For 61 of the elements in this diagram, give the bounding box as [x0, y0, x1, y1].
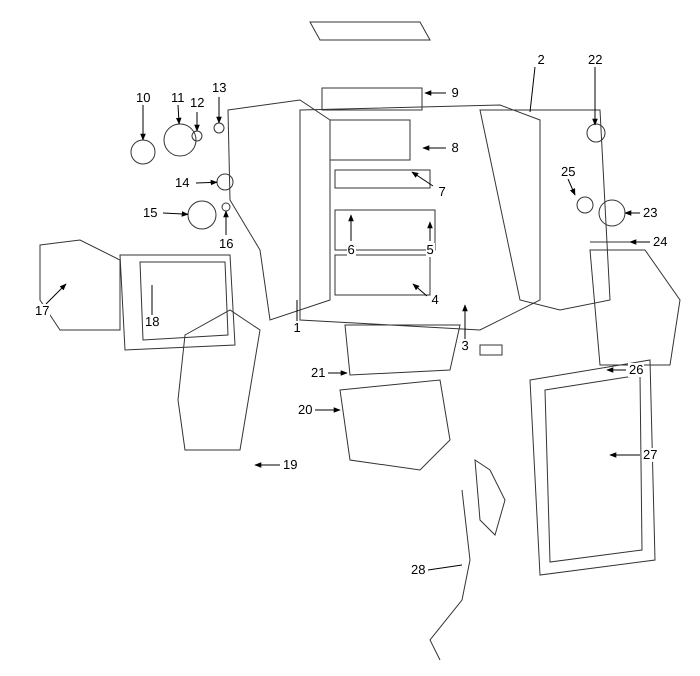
callout-number: 5 — [426, 243, 435, 257]
callout-number: 15 — [142, 206, 158, 220]
callout-number: 20 — [297, 403, 314, 417]
leader-line — [609, 452, 640, 458]
callout-number: 3 — [460, 339, 470, 353]
leader-line — [606, 367, 626, 373]
leader-line — [328, 370, 348, 376]
leader-line — [530, 66, 536, 112]
leader-line — [624, 210, 640, 216]
callout-number: 1 — [292, 321, 302, 335]
callout-number: 17 — [34, 304, 50, 318]
leader-line — [162, 211, 189, 217]
callout-number: 6 — [346, 243, 356, 257]
callout-number: 24 — [652, 235, 668, 249]
actuator-part — [130, 140, 156, 164]
actuator-part — [222, 202, 230, 212]
callout-number: 23 — [642, 206, 658, 220]
leader-line — [422, 145, 446, 151]
leader-line — [223, 210, 229, 236]
leader-line — [592, 66, 598, 126]
actuator-part — [214, 122, 224, 134]
leader-line — [412, 284, 428, 296]
callout-number: 10 — [135, 91, 152, 105]
callout-number: 16 — [218, 237, 234, 251]
callout-number: 13 — [211, 81, 228, 95]
leader-line — [296, 300, 298, 322]
actuator-part — [188, 200, 216, 230]
callout-number: 2 — [536, 53, 546, 67]
leader-line — [216, 96, 222, 124]
actuator-part — [192, 130, 202, 142]
leader-line — [411, 172, 434, 186]
leader-line — [348, 214, 354, 242]
leader-line — [629, 239, 650, 245]
leader-line — [194, 112, 200, 132]
leader-line — [424, 90, 446, 96]
callout-number: 8 — [450, 141, 460, 155]
callout-number: 25 — [560, 165, 576, 179]
leader-line — [314, 407, 341, 413]
callout-number: 11 — [170, 91, 186, 105]
callout-number: 22 — [587, 53, 604, 67]
callout-number: 26 — [628, 363, 644, 377]
leader-line — [46, 284, 66, 304]
callout-number: 14 — [174, 176, 190, 190]
leader-line — [254, 462, 280, 468]
callout-number: 19 — [282, 458, 298, 472]
callout-number: 4 — [430, 293, 440, 307]
callout-number: 27 — [642, 448, 658, 462]
actuator-part — [216, 174, 234, 190]
leader-line — [568, 178, 576, 196]
callout-number: 28 — [410, 563, 426, 577]
leader-line — [428, 564, 462, 570]
callout-number: 9 — [450, 86, 460, 100]
leader-line — [176, 104, 182, 125]
callout-number: 7 — [438, 185, 447, 199]
callout-number: 18 — [144, 315, 160, 329]
actuator-part — [164, 124, 196, 156]
callout-number: 21 — [310, 366, 326, 380]
leader-line — [427, 221, 433, 242]
callout-number: 12 — [189, 96, 206, 110]
leader-line — [196, 180, 218, 186]
leader-line — [140, 104, 146, 141]
